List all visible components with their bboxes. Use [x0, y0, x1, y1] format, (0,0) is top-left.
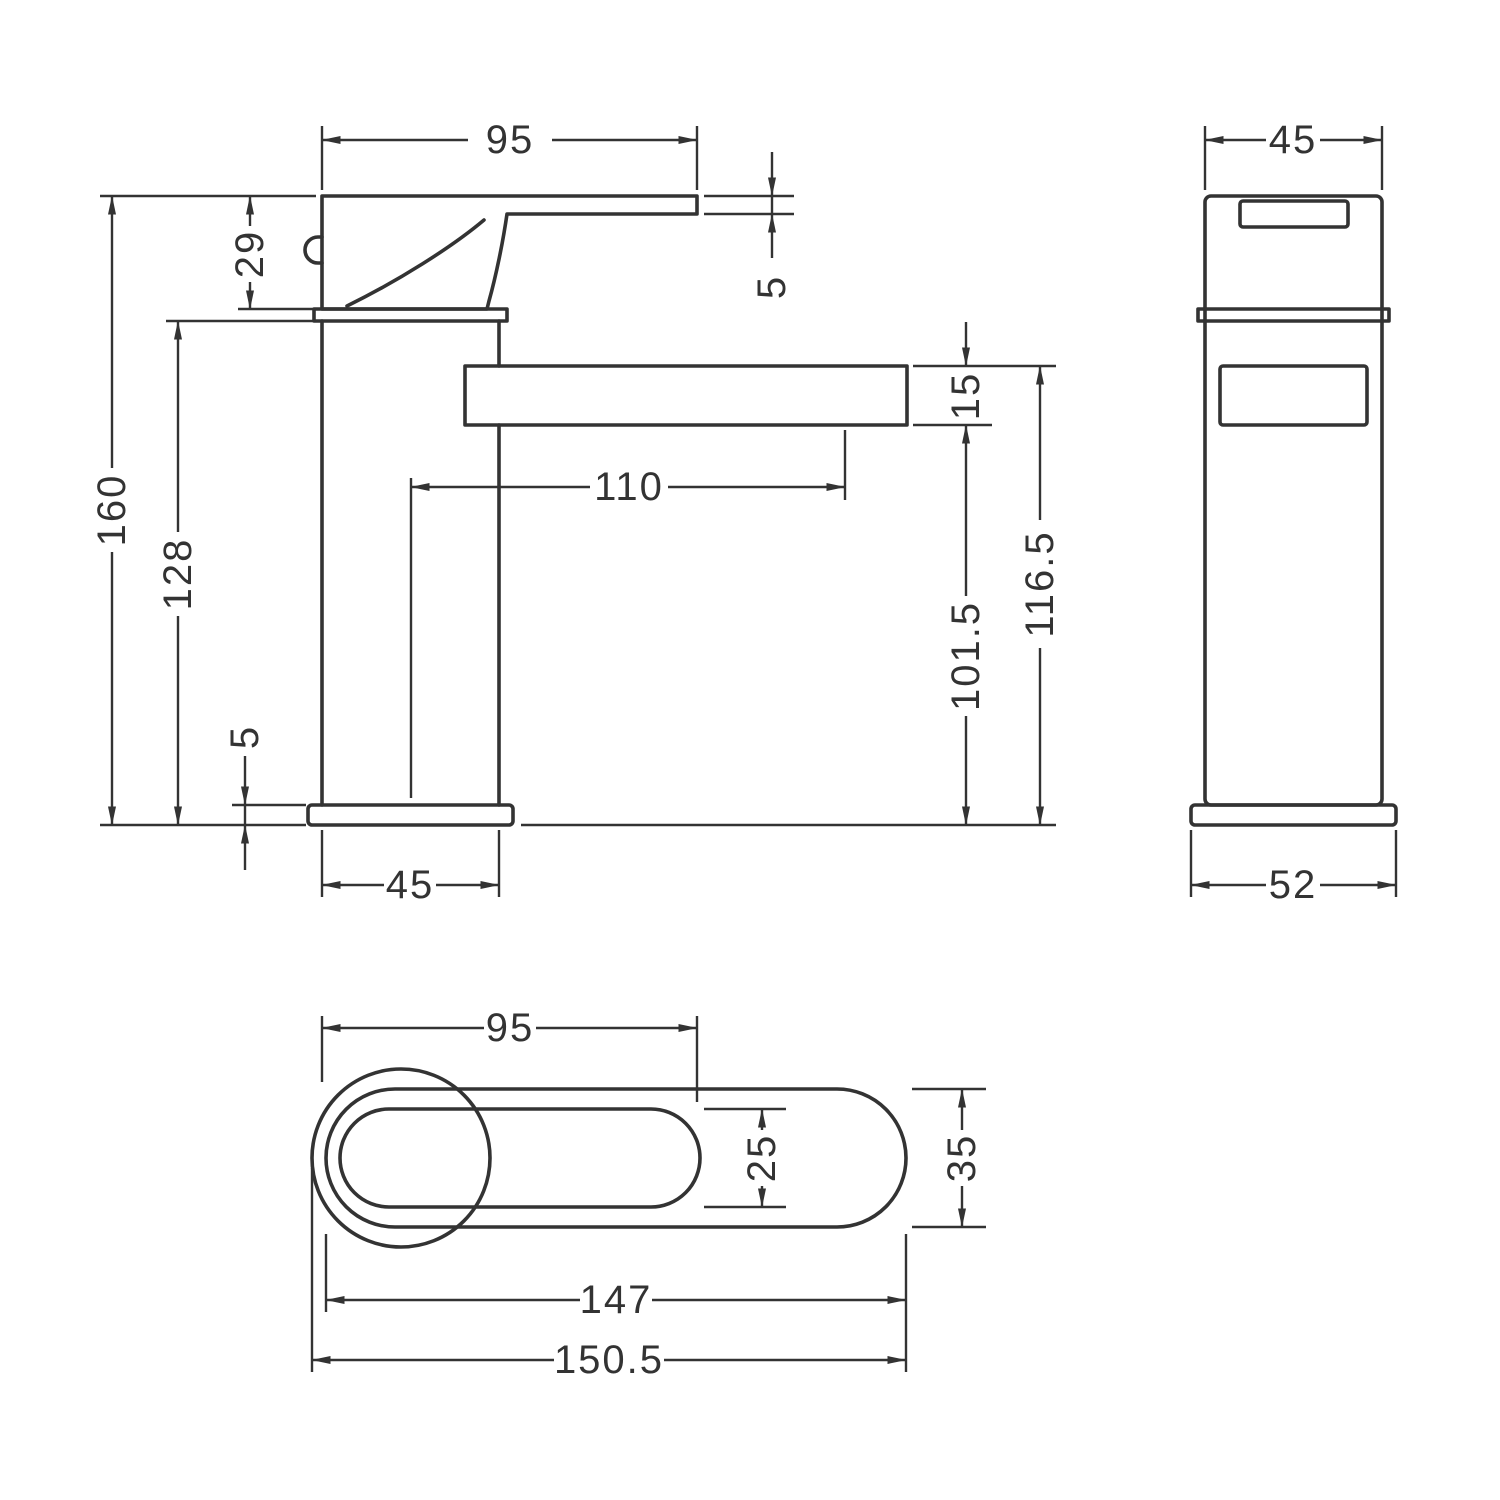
dim-side-overall-height: 160	[90, 194, 316, 827]
dim-side-base-thickness: 5	[223, 725, 306, 870]
front-view-outline	[1189, 194, 1398, 827]
dim-side-lever-thickness: 5	[704, 152, 794, 299]
dim-label-side-spout-thickness: 15	[944, 372, 988, 421]
tap-front-base-plate	[1189, 803, 1398, 827]
tap-front-spout	[1218, 364, 1369, 427]
dim-plan-overall-length: 150.5	[310, 1168, 907, 1382]
dim-plan-lever-width: 25	[704, 1107, 786, 1209]
dim-label-side-base-thickness: 5	[223, 725, 267, 749]
tap-lever-handle	[320, 194, 699, 311]
dim-front-base-width: 52	[1189, 830, 1398, 907]
tap-handle-contour	[345, 218, 486, 308]
dim-plan-spout-width: 35	[912, 1087, 986, 1229]
dim-plan-reach: 147	[324, 1234, 908, 1372]
dim-label-side-body-height: 128	[156, 538, 200, 611]
tap-front-collar	[1196, 307, 1391, 323]
dim-label-side-lever-thickness: 5	[750, 275, 794, 299]
dim-side-handle-height: 29	[228, 195, 318, 311]
dim-label-side-spout-underside-height: 101.5	[944, 601, 988, 711]
dim-label-front-base-width: 52	[1269, 863, 1318, 907]
dim-label-plan-lever-length: 95	[486, 1006, 535, 1050]
dim-front-top-width: 45	[1203, 118, 1384, 190]
tap-plan-spout-footprint	[324, 1087, 908, 1229]
tap-collar	[312, 307, 509, 323]
tap-front-lever-end	[1238, 199, 1350, 229]
tap-plan-lever-footprint	[338, 1107, 702, 1209]
dim-side-spout-reach: 110	[409, 430, 847, 798]
dim-side-lever-length: 95	[320, 118, 699, 190]
dim-label-side-body-width: 45	[386, 863, 435, 907]
dim-label-side-spout-top-height: 116.5	[1018, 530, 1062, 637]
dim-label-side-overall-height: 160	[90, 474, 134, 547]
side-view-outline	[303, 194, 909, 827]
front-view: 45 52	[1189, 118, 1398, 907]
plan-view-outline	[310, 1067, 908, 1249]
side-view: 95 5 29 160	[90, 118, 1062, 907]
dim-label-plan-spout-width: 35	[940, 1134, 984, 1183]
dim-label-plan-reach: 147	[580, 1278, 653, 1322]
tap-base-plate	[306, 803, 515, 827]
tap-spout	[463, 364, 909, 427]
dim-plan-lever-length: 95	[320, 1006, 699, 1102]
dim-label-side-spout-reach: 110	[594, 465, 664, 509]
dim-label-plan-lever-width: 25	[740, 1134, 784, 1183]
dim-label-side-lever-length: 95	[486, 118, 535, 162]
dim-label-plan-overall-length: 150.5	[554, 1338, 664, 1382]
dim-label-side-handle-height: 29	[228, 230, 272, 279]
dim-label-front-top-width: 45	[1269, 118, 1318, 162]
dim-side-spout-top-height: 116.5	[521, 365, 1062, 827]
dim-side-spout-thickness: 15	[913, 322, 1056, 427]
tap-indicator-button	[303, 235, 324, 265]
dim-side-body-height: 128	[156, 319, 316, 826]
plan-view: 95 25 35 147	[310, 1006, 986, 1382]
tap-front-body	[1203, 194, 1384, 807]
dim-side-body-width: 45	[320, 830, 501, 907]
tap-plan-body	[310, 1067, 492, 1249]
dim-side-spout-underside-height: 101.5	[944, 424, 988, 826]
